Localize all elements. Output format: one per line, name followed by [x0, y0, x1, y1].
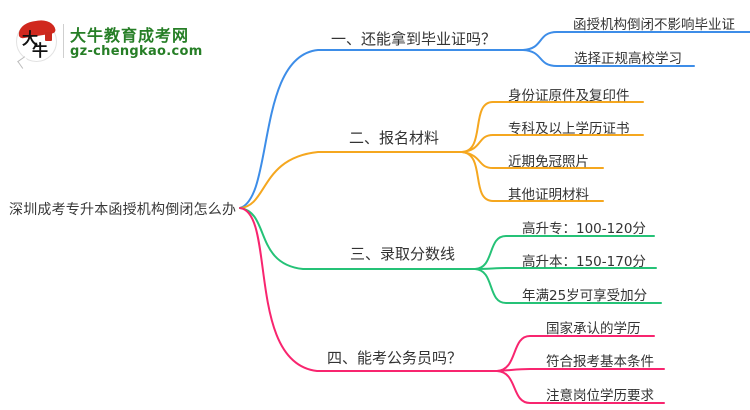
- branch-2-main-line: [239, 151, 463, 209]
- logo-seal-icon: [45, 32, 52, 41]
- logo-badge-icon: 大 牛: [16, 18, 57, 69]
- branch-4-leaf-line-3: [496, 370, 665, 404]
- logo-divider: [63, 24, 64, 58]
- site-name: 大牛教育成考网: [70, 26, 190, 45]
- leaf-item: 身份证原件及复印件: [508, 88, 630, 104]
- branch-label-1: 一、还能拿到毕业证吗？: [331, 30, 497, 48]
- branch-label-3: 三、录取分数线: [350, 245, 456, 263]
- leaf-item: 近期免冠照片: [508, 154, 589, 170]
- logo-char-top: 大: [22, 29, 39, 48]
- site-url: gz-chengkao.com: [70, 44, 203, 59]
- site-logo: 大 牛 大牛教育成考网 gz-chengkao.com: [16, 18, 202, 69]
- branch-2-leaf-line-2: [461, 134, 644, 153]
- branch-1-main-line: [239, 49, 524, 209]
- branch-4-leaf-line-2: [496, 368, 665, 372]
- branch-3-leaf-line-1: [474, 235, 655, 270]
- central-topic: 深圳成考专升本函授机构倒闭怎么办: [9, 202, 237, 218]
- leaf-item: 函授机构倒闭不影响毕业证: [573, 17, 735, 33]
- branch-3-leaf-line-3: [474, 268, 662, 304]
- leaf-item: 符合报考基本条件: [546, 354, 654, 370]
- leaf-item: 专科及以上学历证书: [508, 121, 630, 137]
- branch-1-leaf-line-2: [522, 49, 695, 67]
- branch-4-main-line: [239, 207, 498, 372]
- branch-label-2: 二、报名材料: [349, 129, 440, 147]
- branch-1-leaf-line-1: [522, 31, 750, 51]
- logo-char-bottom: 牛: [32, 41, 49, 60]
- leaf-item: 其他证明材料: [508, 187, 589, 203]
- leaf-item: 高升专：100-120分: [522, 221, 646, 237]
- leaf-item: 选择正规高校学习: [574, 51, 682, 67]
- branch-4-leaf-line-1: [496, 335, 655, 372]
- branch-3-main-line: [239, 207, 476, 270]
- branch-label-4: 四、能考公务员吗？: [327, 349, 463, 367]
- leaf-item: 注意岗位学历要求: [546, 388, 654, 404]
- leaf-item: 高升本：150-170分: [522, 254, 646, 270]
- logo-speech-tail: [17, 56, 30, 69]
- leaf-item: 国家承认的学历: [546, 321, 641, 337]
- branch-2-leaf-line-4: [461, 151, 604, 202]
- leaf-item: 年满25岁可享受加分: [522, 288, 648, 304]
